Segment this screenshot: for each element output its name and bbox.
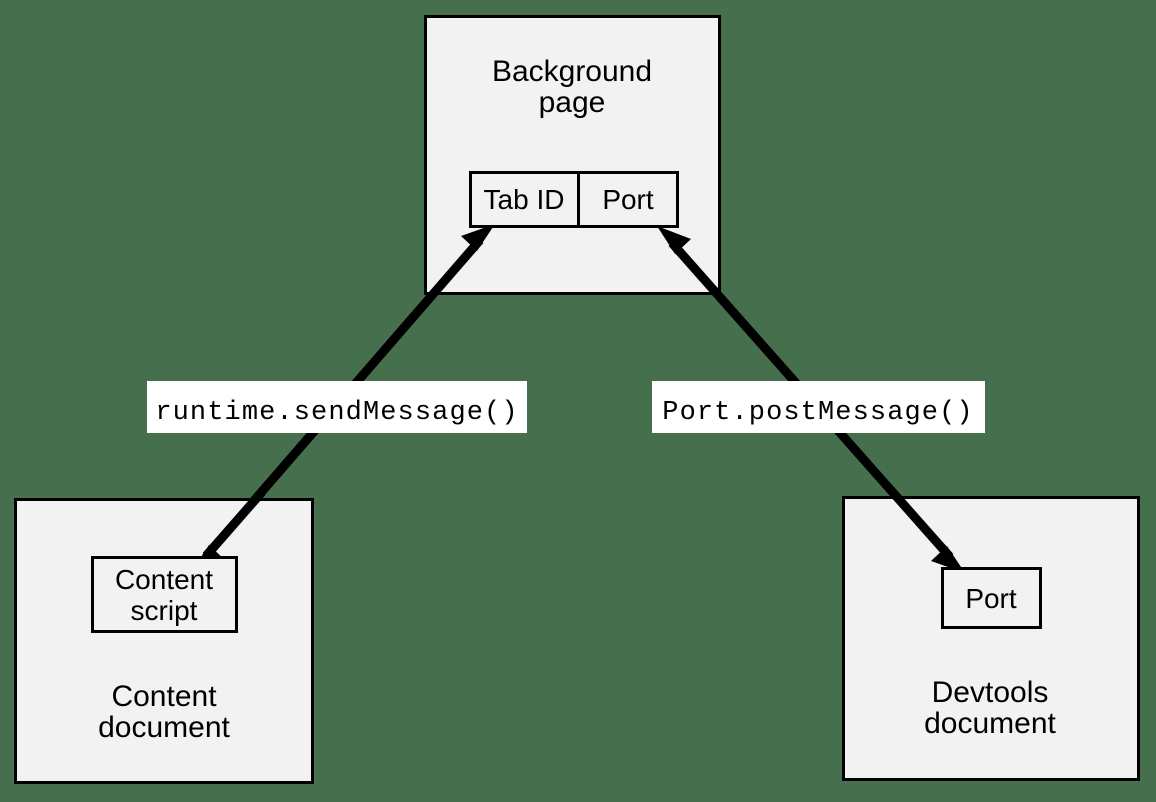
devtools-port-label: Port bbox=[965, 583, 1017, 614]
arrow-port-head-up bbox=[657, 226, 691, 254]
label-runtime-text: runtime.sendMessage() bbox=[155, 398, 518, 428]
table-outer-rect bbox=[469, 171, 679, 228]
label-port-postmessage: Port.postMessage() bbox=[652, 381, 985, 433]
devtools-document-box: Devtools document bbox=[842, 496, 1140, 781]
content-script-box: Content script bbox=[91, 556, 238, 633]
devtools-port-box: Port bbox=[941, 567, 1042, 629]
arrow-port-shaft-overlay bbox=[892, 493, 954, 560]
table-header-tab-id: Tab ID bbox=[484, 184, 565, 215]
content-script-label-line2: script bbox=[131, 595, 198, 626]
content-script-rect bbox=[91, 556, 238, 633]
arrow-runtime-shaft-overlay bbox=[202, 489, 266, 559]
background-page-table: Tab ID Port bbox=[469, 171, 679, 228]
content-script-label-line1: Content bbox=[115, 564, 213, 595]
background-page-title-line2: page bbox=[539, 86, 606, 119]
devtools-document-caption-line1: Devtools bbox=[932, 676, 1049, 709]
devtools-document-caption-line2: document bbox=[924, 707, 1056, 740]
devtools-document-rect bbox=[842, 496, 1140, 781]
arrow-port-head-down-overlay bbox=[931, 546, 965, 573]
content-document-rect bbox=[14, 498, 314, 784]
devtools-port-rect bbox=[941, 567, 1042, 629]
background-page-title-line1: Background bbox=[492, 55, 652, 88]
content-document-caption-line1: Content bbox=[111, 680, 217, 713]
label-port-text: Port.postMessage() bbox=[662, 398, 973, 428]
label-runtime-bg bbox=[147, 381, 527, 433]
table-header-port: Port bbox=[602, 184, 654, 215]
content-document-caption-line2: document bbox=[98, 711, 230, 744]
label-runtime-sendmessage: runtime.sendMessage() bbox=[147, 381, 527, 433]
arrow-runtime-head-up bbox=[461, 224, 495, 251]
content-document-box: Content document bbox=[14, 498, 314, 784]
label-port-bg bbox=[652, 381, 985, 433]
arrow-port-head-overlay bbox=[892, 493, 965, 573]
